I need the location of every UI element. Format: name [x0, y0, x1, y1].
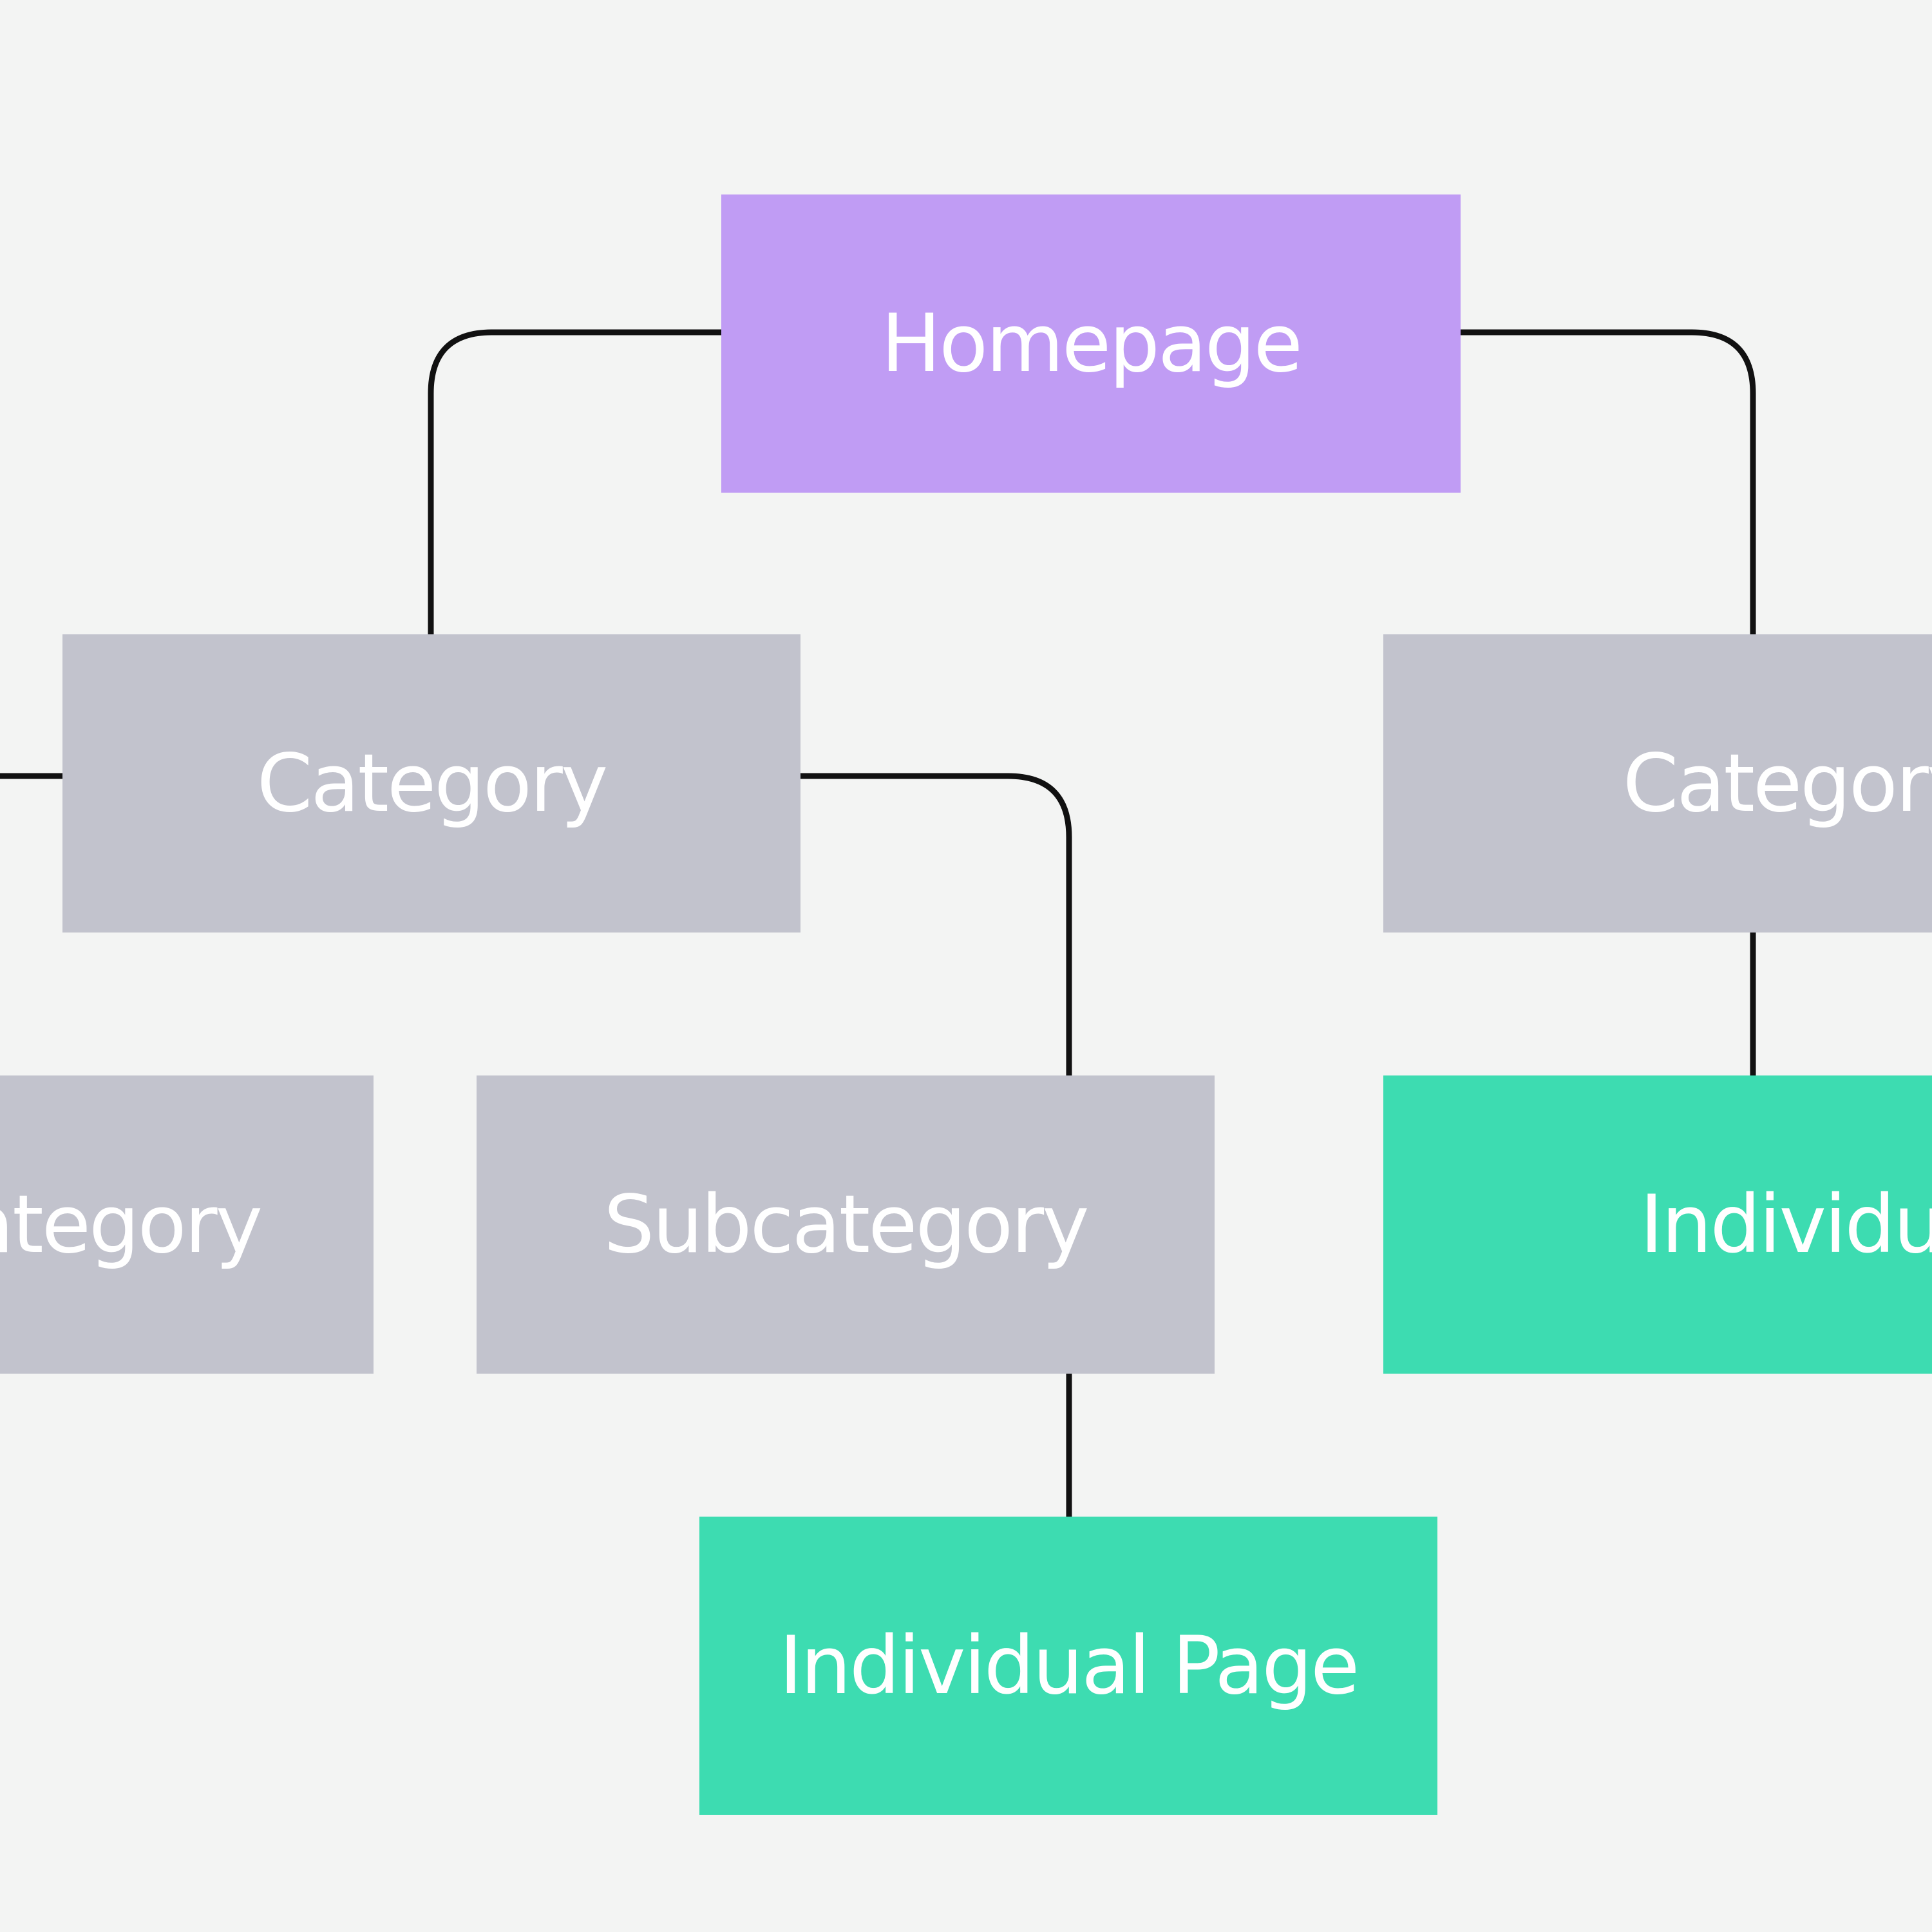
individual-page-node-right: Individual Pa [1383, 1075, 1932, 1374]
subcategory-node-left: ategory [0, 1075, 374, 1374]
individual-page-bottom-label: Individual Page [779, 1619, 1360, 1712]
homepage-node: Homepage [721, 194, 1461, 493]
category-node-right: Category [1383, 634, 1932, 933]
homepage-label: Homepage [881, 297, 1303, 390]
connector-category-left-subcategory-middle [800, 773, 1072, 1075]
connector-homepage-category-right [1461, 329, 1756, 634]
category-left-label: Category [256, 737, 608, 830]
subcategory-middle-label: Subcategory [603, 1178, 1089, 1271]
subcategory-left-label: ategory [0, 1178, 263, 1271]
connector-homepage-category-left [428, 329, 721, 634]
subcategory-node-middle: Subcategory [477, 1075, 1215, 1374]
individual-page-right-label: Individual Pa [1640, 1178, 1932, 1271]
category-node-left: Category [62, 634, 800, 933]
individual-page-node-bottom: Individual Page [699, 1517, 1437, 1815]
category-right-label: Category [1622, 737, 1932, 830]
